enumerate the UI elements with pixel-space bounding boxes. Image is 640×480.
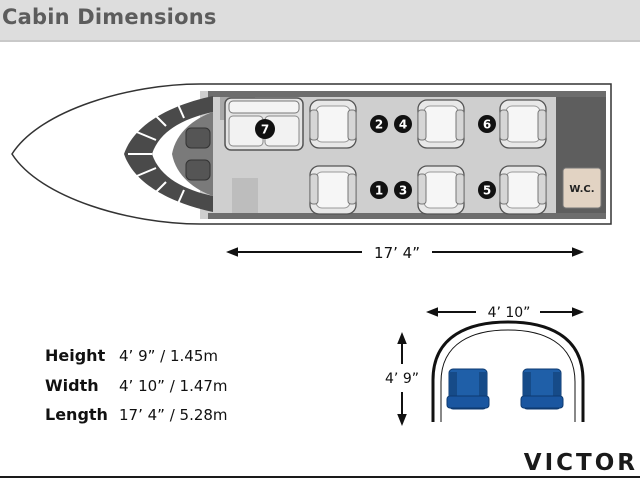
svg-text:7: 7 — [261, 123, 269, 137]
svg-text:3: 3 — [399, 184, 407, 198]
seat-number-1: 1 — [370, 181, 388, 199]
seat-number-7: 7 — [255, 119, 275, 139]
seat-3 — [417, 165, 465, 215]
seat-number-5: 5 — [478, 181, 496, 199]
length-label: 17’ 4” — [374, 244, 420, 262]
svg-text:1: 1 — [375, 184, 383, 198]
brand-logo: VICTOR — [523, 450, 638, 476]
seat-number-4: 4 — [394, 115, 412, 133]
seat-2 — [309, 99, 357, 149]
cross-section — [431, 320, 585, 422]
svg-text:6: 6 — [483, 118, 491, 132]
seat-number-badges: 7 2 4 6 1 3 5 — [255, 115, 496, 199]
header-bar: Cabin Dimensions — [0, 0, 640, 40]
cross-section-seat-right — [520, 368, 564, 410]
svg-text:2: 2 — [375, 118, 383, 132]
height-label: 4’ 9” — [385, 371, 419, 387]
svg-text:5: 5 — [483, 184, 491, 198]
seat-6 — [499, 99, 547, 149]
spec-label: Width — [45, 375, 99, 395]
seat-5 — [499, 165, 547, 215]
spec-label: Length — [45, 405, 108, 424]
spec-value: 4’ 10” / 1.47m — [119, 376, 228, 395]
footer-divider — [0, 476, 640, 478]
entry-step — [232, 178, 258, 213]
length-dimension: 17’ 4” — [226, 244, 584, 262]
cockpit — [124, 96, 213, 212]
width-dimension: 4’ 10” — [426, 305, 584, 321]
cabin-wall-bottom — [208, 213, 606, 219]
seat-number-2: 2 — [370, 115, 388, 133]
seat-number-3: 3 — [394, 181, 412, 199]
header-divider — [0, 40, 640, 42]
seat-number-6: 6 — [478, 115, 496, 133]
cross-section-seat-left — [446, 368, 490, 410]
spec-label: Height — [45, 346, 106, 365]
spec-value: 17’ 4” / 5.28m — [119, 406, 228, 424]
width-label: 4’ 10” — [488, 305, 531, 321]
club-seats — [309, 99, 547, 215]
spec-value: 4’ 9” / 1.45m — [119, 347, 218, 365]
page-title: Cabin Dimensions — [2, 5, 217, 29]
height-dimension: 4’ 9” — [385, 332, 419, 426]
svg-text:4: 4 — [399, 118, 407, 132]
wc-compartment: W.C. — [562, 167, 602, 209]
seat-4 — [417, 99, 465, 149]
cabin-wall-top — [208, 91, 606, 97]
svg-text:W.C.: W.C. — [569, 184, 594, 195]
seat-1 — [309, 165, 357, 215]
